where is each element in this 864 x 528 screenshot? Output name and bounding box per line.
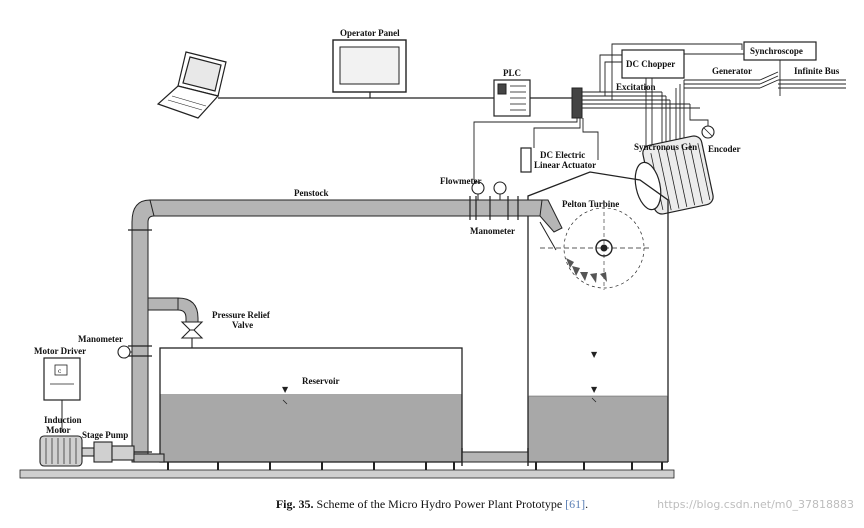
manometer-top-label: Manometer	[470, 226, 515, 236]
svg-text:▼: ▼	[282, 385, 289, 394]
dc-actuator-label-2: Linear Actuator	[534, 160, 596, 170]
svg-text:c: c	[58, 368, 62, 375]
laptop-icon	[156, 51, 227, 119]
caption-period: .	[585, 497, 589, 511]
manometer-left-icon	[117, 345, 131, 359]
pressure-relief-valve-icon	[178, 321, 206, 349]
encoder-label: Encoder	[708, 144, 741, 154]
stage-pump-icon	[81, 441, 165, 463]
induction-motor-label-1: Induction	[44, 415, 82, 425]
dc-chopper-box	[621, 49, 685, 79]
ground-base	[19, 462, 675, 479]
pipe-flanges	[128, 196, 519, 453]
svg-text:▼: ▼	[591, 385, 598, 394]
watermark: https://blog.csdn.net/m0_37818883	[657, 498, 854, 511]
pressure-relief-label-2: Valve	[232, 320, 253, 330]
excitation-label: Excitation	[616, 82, 656, 92]
caption-text: Scheme of the Micro Hydro Power Plant Pr…	[316, 497, 563, 511]
figure-number: Fig. 35.	[275, 497, 314, 511]
dc-actuator-label-1: DC Electric	[540, 150, 585, 160]
reservoir-tank: ▼	[159, 347, 463, 463]
terminal-block	[571, 87, 583, 119]
penstock-label: Penstock	[294, 188, 329, 198]
operator-panel	[332, 39, 407, 98]
caption-reference[interactable]: [61]	[565, 497, 586, 511]
operator-panel-label: Operator Panel	[340, 28, 400, 38]
flowmeter-label: Flowmeter	[440, 176, 481, 186]
figure-caption: Fig. 35. Scheme of the Micro Hydro Power…	[0, 497, 864, 512]
turbine-tank: ▼ ▼	[527, 171, 669, 463]
dc-chopper-label: DC Chopper	[626, 59, 675, 69]
plc-label: PLC	[503, 68, 521, 78]
return-pipe	[461, 448, 529, 466]
stage-pump-label: Stage Pump	[82, 430, 128, 440]
signal-bus	[473, 43, 743, 185]
breaker-switch	[675, 60, 846, 170]
synchronous-gen-label: Syncronous Gen	[634, 142, 697, 152]
relief-pipe	[147, 297, 199, 323]
motor-driver-label: Motor Driver	[34, 346, 86, 356]
manometer-left-label: Manometer	[78, 334, 123, 344]
pressure-relief-label-1: Pressure Relief	[212, 310, 271, 320]
generator-label: Generator	[712, 66, 752, 76]
pelton-turbine-icon	[539, 205, 652, 290]
induction-motor-label-2: Motor	[46, 425, 71, 435]
manometer-top-icon	[493, 181, 507, 195]
plc-unit	[493, 79, 531, 117]
linear-actuator-icon	[520, 147, 532, 173]
motor-driver-box	[43, 357, 81, 401]
reservoir-label: Reservoir	[302, 376, 339, 386]
induction-motor-icon	[39, 435, 83, 467]
svg-text:▼: ▼	[591, 350, 598, 359]
infinite-bus-label: Infinite Bus	[794, 66, 840, 76]
synchroscope-label: Synchroscope	[750, 46, 803, 56]
pelton-turbine-label: Pelton Turbine	[562, 199, 619, 209]
